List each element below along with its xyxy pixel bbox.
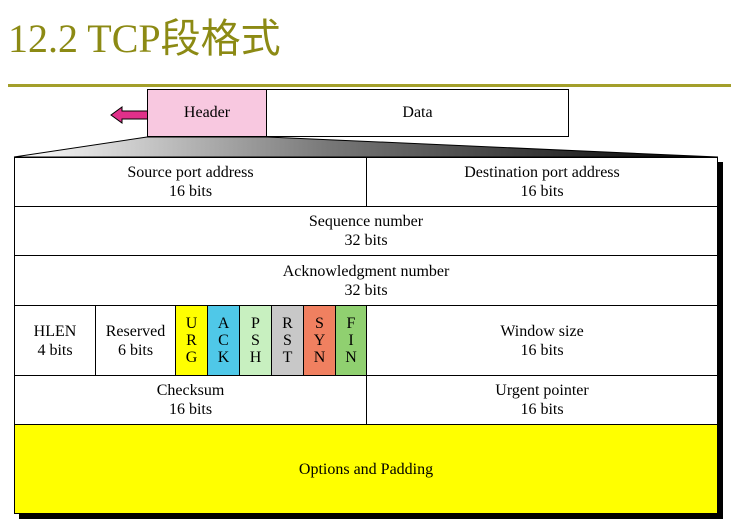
slide-title: 12.2 TCP段格式 (8, 16, 281, 61)
zoom-trapezoid (13, 136, 719, 158)
field-name: Acknowledgment number (282, 262, 450, 280)
segment-data-box: Data (267, 89, 569, 137)
field-size: 16 bits (520, 401, 564, 418)
flag-letter: P (251, 315, 260, 332)
flag-psh: P S H (239, 305, 272, 376)
field-name: HLEN (33, 322, 77, 340)
window-size-field: Window size 16 bits (366, 305, 718, 376)
flag-letter: Y (313, 332, 326, 349)
flag-letter: N (345, 349, 357, 366)
flag-letter: S (315, 315, 324, 332)
field-name: Source port address (127, 164, 254, 181)
flag-letter: F (346, 315, 356, 332)
flag-syn: S Y N (303, 305, 336, 376)
ack-number-field: Acknowledgment number 32 bits (14, 255, 718, 306)
field-name: Checksum (156, 382, 225, 399)
flag-letter: G (185, 349, 198, 366)
field-name: Options and Padding (298, 460, 434, 478)
flag-letter: K (217, 349, 230, 366)
field-name: Destination port address (464, 164, 620, 181)
field-size: 16 bits (520, 341, 564, 359)
field-size: 32 bits (344, 232, 388, 249)
flag-letter: S (283, 332, 292, 349)
field-name: Reserved (105, 322, 166, 340)
title-divider (8, 84, 731, 87)
field-name: Window size (500, 322, 584, 340)
flag-letter: C (218, 332, 229, 349)
tcp-header-table: Source port address 16 bits Destination … (14, 157, 718, 514)
source-port-field: Source port address 16 bits (14, 157, 367, 207)
field-name: Sequence number (308, 213, 424, 230)
flag-letter: I (348, 332, 354, 349)
flag-letter: N (313, 349, 326, 366)
options-padding-field: Options and Padding (14, 424, 718, 514)
field-size: 16 bits (168, 183, 213, 200)
flag-ack: A C K (207, 305, 240, 376)
field-size: 16 bits (520, 183, 564, 200)
flag-letter: R (282, 315, 293, 332)
flag-letter: T (282, 349, 293, 366)
urgent-pointer-field: Urgent pointer 16 bits (366, 375, 718, 425)
checksum-field: Checksum 16 bits (14, 375, 367, 425)
field-size: 32 bits (344, 281, 388, 299)
sequence-number-field: Sequence number 32 bits (14, 206, 718, 256)
flag-letter: H (249, 349, 262, 366)
field-size: 4 bits (37, 341, 73, 359)
flag-urg: U R G (175, 305, 208, 376)
field-size: 16 bits (168, 401, 213, 418)
flag-letter: U (185, 315, 198, 332)
reserved-field: Reserved 6 bits (95, 305, 176, 376)
flag-letter: A (217, 315, 230, 332)
flag-letter: S (251, 332, 260, 349)
flag-rst: R S T (271, 305, 304, 376)
hlen-field: HLEN 4 bits (14, 305, 96, 376)
flag-fin: F I N (335, 305, 367, 376)
field-size: 6 bits (117, 341, 154, 359)
field-name: Urgent pointer (495, 382, 589, 399)
destination-port-field: Destination port address 16 bits (366, 157, 718, 207)
flag-letter: R (186, 332, 197, 349)
